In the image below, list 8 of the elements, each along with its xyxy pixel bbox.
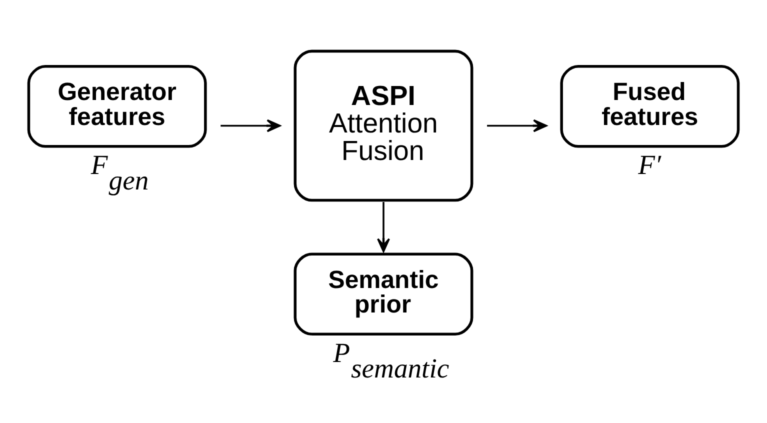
node-label: F′ — [638, 148, 662, 180]
node-box: Semantic prior — [294, 252, 474, 336]
arrow — [220, 118, 281, 132]
node-box: Fused features — [560, 64, 740, 148]
node-box: ASPI Attention Fusion — [294, 49, 474, 202]
node-box: Generator features — [27, 64, 207, 148]
arrow — [487, 118, 548, 132]
arrow — [377, 202, 390, 252]
